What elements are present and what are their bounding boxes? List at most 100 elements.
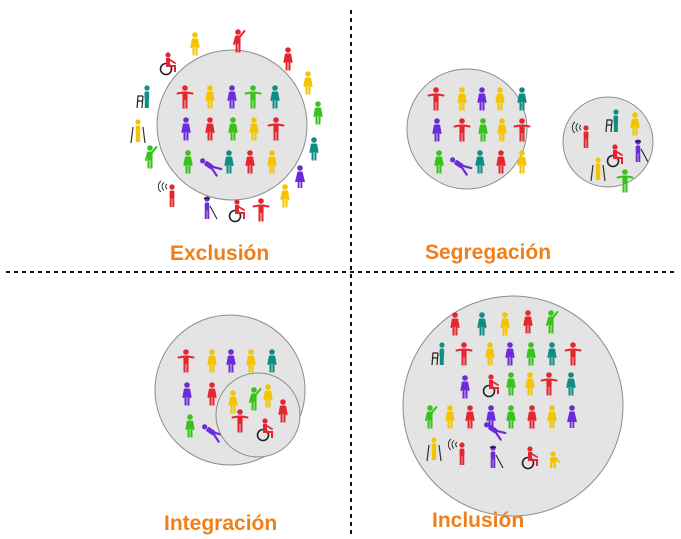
person-icon [145, 145, 158, 169]
dwarfism-person-icon [550, 451, 560, 468]
person-icon [245, 150, 255, 174]
hearing-aid-user-icon [157, 180, 175, 207]
inclusion-label: Inclusión [432, 509, 525, 532]
person-icon [497, 118, 507, 142]
person-icon [263, 384, 273, 408]
person-icon [465, 405, 475, 429]
person-icon [183, 150, 193, 174]
wheelchair-user-icon [159, 52, 176, 76]
person-icon [205, 117, 215, 141]
person-icon [432, 118, 442, 142]
person-icon [246, 349, 256, 373]
person-icon [485, 342, 495, 366]
inclusion-quadrant [402, 295, 624, 517]
person-icon [283, 47, 293, 71]
inclusion-circle [402, 295, 624, 517]
person-icon [190, 32, 200, 56]
person-icon [564, 342, 582, 366]
segregation-separate-circle [562, 96, 654, 188]
walker-user-icon [431, 342, 445, 366]
person-icon [244, 85, 262, 109]
integration-inner-circle [215, 372, 301, 458]
person-icon [252, 198, 270, 222]
person-icon [547, 342, 557, 366]
person-icon [303, 71, 313, 95]
wheelchair-user-icon [256, 418, 273, 442]
person-icon [450, 157, 473, 176]
person-icon [207, 382, 217, 406]
person-icon [227, 85, 237, 109]
white-cane-user-icon [635, 139, 649, 163]
person-icon [182, 382, 192, 406]
person-icon [185, 414, 195, 438]
wheelchair-user-icon [482, 374, 499, 398]
person-icon [500, 312, 510, 336]
person-icon [477, 312, 487, 336]
person-icon [270, 85, 280, 109]
person-icon [546, 310, 559, 334]
person-icon [176, 85, 194, 109]
person-icon [278, 399, 288, 423]
white-cane-user-icon [204, 196, 218, 220]
person-icon [455, 342, 473, 366]
person-icon [295, 165, 305, 188]
person-icon [505, 342, 515, 366]
person-icon [567, 405, 577, 428]
walker-user-icon [136, 85, 150, 109]
hearing-aid-user-icon [571, 121, 589, 148]
crutches-user-icon [426, 437, 442, 462]
person-icon [313, 101, 323, 125]
person-icon [630, 112, 640, 136]
person-icon [200, 158, 223, 177]
person-icon [267, 150, 277, 174]
person-icon [457, 87, 467, 111]
person-icon [177, 349, 195, 373]
person-icon [478, 118, 488, 142]
person-icon [224, 150, 234, 174]
person-icon [616, 169, 634, 193]
person-icon [477, 87, 487, 111]
person-icon [427, 87, 445, 111]
person-icon [181, 117, 191, 141]
person-icon [506, 372, 516, 396]
person-icon [434, 150, 444, 174]
person-icon [486, 405, 496, 429]
crutches-user-icon [130, 119, 146, 144]
person-icon [526, 342, 536, 366]
person-icon [540, 372, 558, 396]
person-icon [249, 387, 262, 411]
person-icon [496, 150, 506, 174]
wheelchair-user-icon [228, 199, 245, 223]
person-icon [566, 372, 576, 396]
person-icon [267, 349, 277, 373]
person-icon [506, 405, 516, 429]
integration-quadrant [154, 314, 306, 466]
person-icon [425, 405, 438, 429]
person-icon [231, 409, 249, 433]
crutches-user-icon [590, 157, 606, 182]
person-icon [527, 405, 537, 429]
hearing-aid-user-icon [447, 438, 465, 465]
person-icon [460, 375, 470, 399]
person-icon [517, 150, 527, 174]
person-icon [226, 349, 236, 373]
exclusion-label: Exclusión [170, 242, 270, 265]
person-icon [207, 349, 217, 373]
person-icon [453, 118, 471, 142]
person-icon [445, 405, 455, 429]
integration-label: Integración [164, 512, 278, 535]
person-icon [450, 312, 460, 336]
person-icon [233, 29, 246, 53]
person-icon [205, 85, 215, 109]
person-icon [513, 118, 531, 142]
person-icon [495, 87, 505, 111]
wheelchair-user-icon [606, 144, 623, 168]
person-icon [517, 87, 527, 111]
person-icon [475, 150, 485, 174]
person-icon [249, 117, 259, 141]
walker-user-icon [605, 109, 619, 133]
person-icon [547, 405, 557, 429]
person-icon [525, 372, 535, 396]
person-icon [309, 137, 319, 161]
